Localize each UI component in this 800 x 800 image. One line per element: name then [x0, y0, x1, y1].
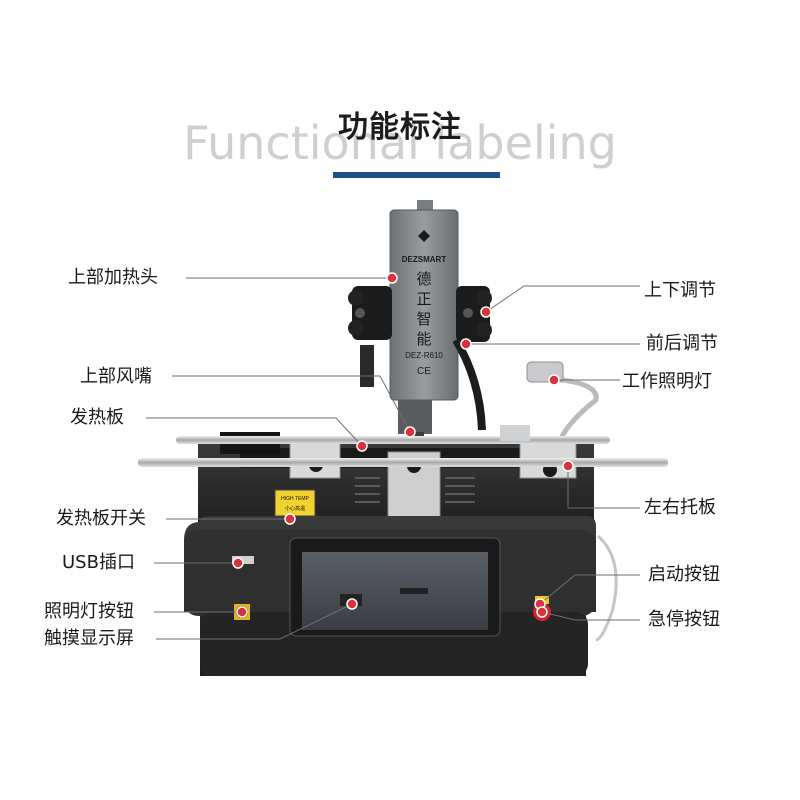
- ce-mark: CE: [417, 366, 431, 377]
- rear-rod: [176, 436, 610, 444]
- label-heating-plate: 发热板: [70, 407, 124, 428]
- title-english: Functional labeling: [183, 116, 617, 170]
- usb-port: [232, 556, 254, 564]
- label-lr-bracket: 左右托板: [644, 497, 716, 518]
- label-emergency-stop: 急停按钮: [648, 609, 720, 630]
- label-up-down: 上下调节: [644, 280, 716, 301]
- label-touchscreen: 触摸显示屏: [44, 628, 134, 649]
- left-arm: [360, 345, 374, 387]
- label-front-back: 前后调节: [646, 333, 718, 354]
- brand-logo-icon: [418, 230, 430, 242]
- front-rod: [138, 458, 668, 467]
- head-char-3: 智: [416, 310, 431, 328]
- leader-lines: [146, 277, 640, 640]
- model-text: DEZ-R610: [405, 351, 443, 360]
- head-char-4: 能: [416, 330, 431, 348]
- warning-top-text: HIGH TEMP: [281, 496, 309, 502]
- right-knobs: [456, 286, 492, 342]
- label-work-light: 工作照明灯: [622, 371, 712, 392]
- left-knobs: [348, 286, 392, 340]
- title-underline: [333, 172, 500, 178]
- rear-cable: [452, 337, 486, 431]
- head-char-1: 德: [416, 270, 431, 288]
- warning-bottom-text: 小心高温: [285, 505, 305, 512]
- markers: [232, 272, 574, 618]
- label-top-nozzle: 上部风嘴: [80, 366, 152, 387]
- side-cable: [595, 534, 618, 642]
- vent-slots: [355, 477, 475, 503]
- brand-text: DEZSMART: [402, 255, 447, 264]
- label-heating-switch: 发热板开关: [56, 508, 146, 529]
- head-char-2: 正: [416, 290, 431, 308]
- right-rail: [500, 425, 530, 441]
- touchscreen-display: [302, 552, 488, 630]
- warning-sticker: [274, 489, 316, 517]
- gooseneck: [534, 375, 599, 442]
- label-light-button: 照明灯按钮: [44, 601, 134, 622]
- label-top-heater: 上部加热头: [68, 267, 158, 288]
- label-usb: USB插口: [62, 552, 135, 573]
- label-start-button: 启动按钮: [648, 564, 720, 585]
- title-chinese: 功能标注: [338, 110, 462, 145]
- nozzle-holder: [398, 400, 432, 434]
